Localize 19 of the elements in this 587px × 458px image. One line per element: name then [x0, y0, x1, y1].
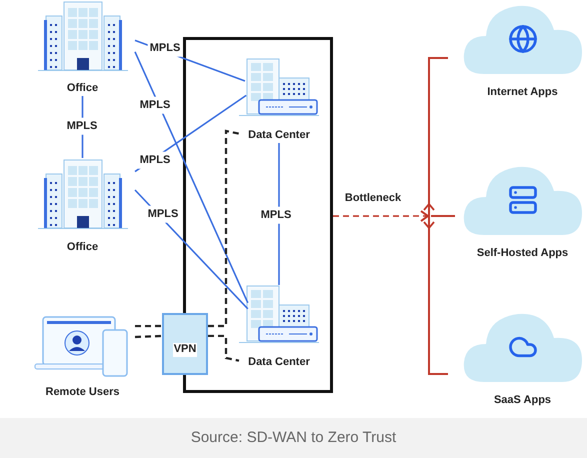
edge-label: MPLS [138, 152, 172, 168]
node-label: Self-Hosted Apps [476, 247, 570, 261]
connector-line [278, 143, 280, 285]
edge-label: MPLS [64, 118, 100, 134]
vpn-box [162, 313, 208, 375]
dashed-connector [208, 334, 240, 362]
dashed-connector [135, 324, 162, 328]
dashed-connector [208, 130, 240, 328]
caption: Source: SD-WAN to Zero Trust [190, 428, 396, 448]
edge-label: MPLS [146, 206, 180, 222]
connector-line [134, 52, 249, 304]
dashed-connector [333, 210, 429, 222]
edge-label: MPLS [138, 96, 172, 114]
node-label: VPN [172, 343, 198, 357]
dashed-connector [134, 334, 162, 338]
bracket [428, 57, 448, 375]
node-label: Internet Apps [486, 86, 559, 100]
node-label: SaaS Apps [492, 394, 552, 408]
edge-label: MPLS [258, 206, 294, 224]
